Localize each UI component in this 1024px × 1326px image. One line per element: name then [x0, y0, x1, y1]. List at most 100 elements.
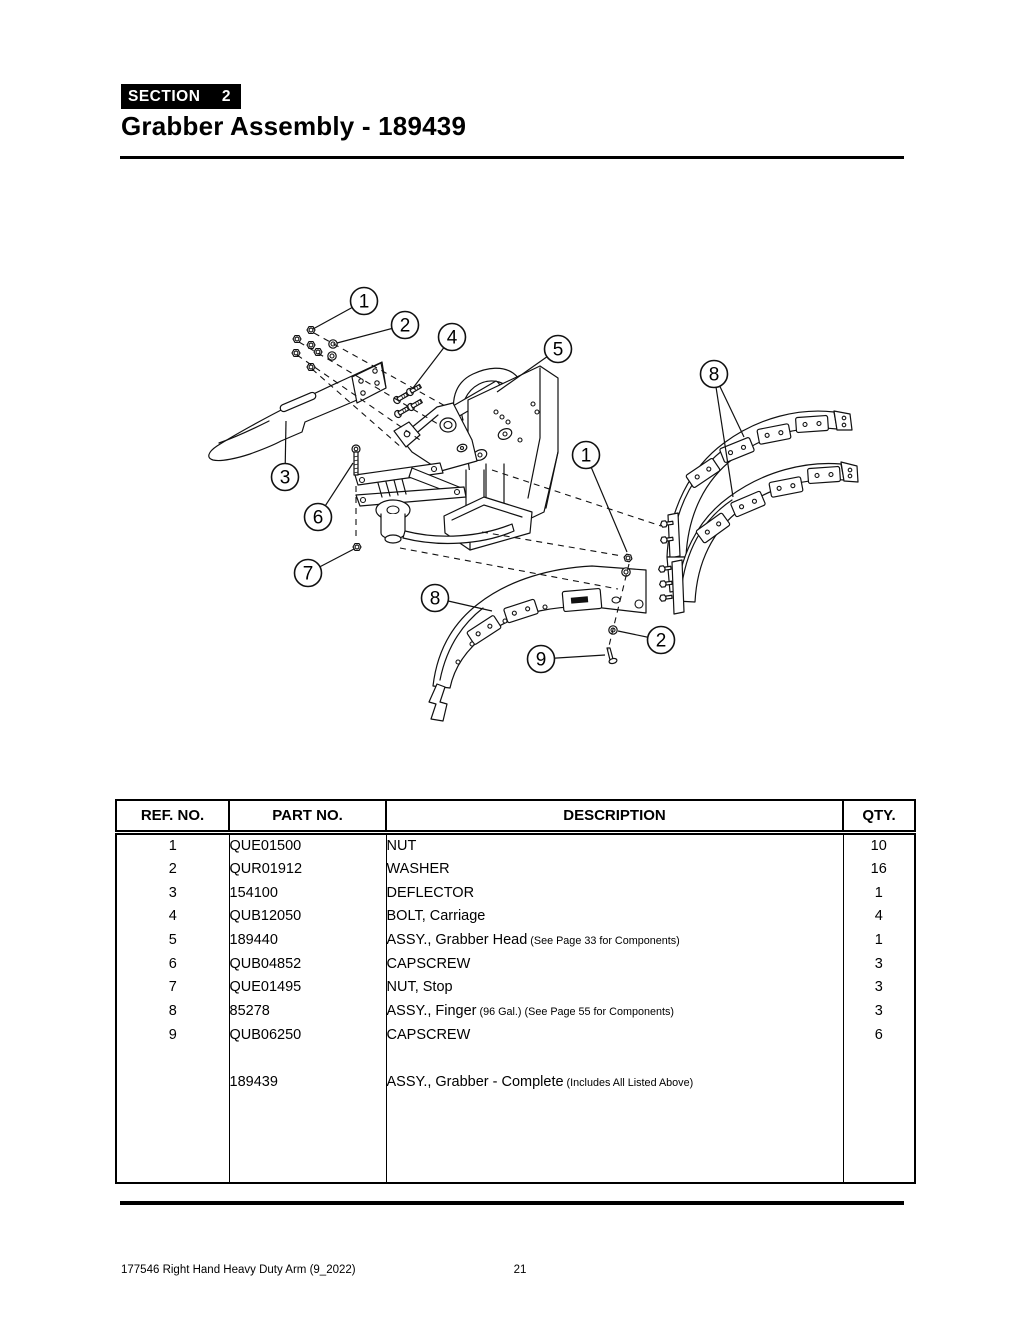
callout-number: 2	[400, 316, 411, 337]
footer-rule	[120, 1201, 904, 1205]
page-title: Grabber Assembly - 189439	[121, 111, 467, 141]
title-rule	[120, 156, 904, 159]
cell-ref	[115, 1047, 230, 1072]
cell-desc: ASSY., Grabber - Complete (Includes All …	[385, 1071, 844, 1096]
callout-number: 4	[447, 328, 458, 349]
cell-ref: 5	[115, 928, 230, 954]
cell-qty	[842, 1071, 916, 1096]
cell-ref: 7	[115, 976, 230, 1000]
finger-assembly-bottom	[428, 565, 647, 722]
section-number: 2	[221, 87, 231, 105]
col-header-ref: REF. NO.	[115, 799, 230, 835]
callout-7: 7	[293, 548, 355, 588]
cell-part: QUB04852	[228, 953, 387, 977]
callout-number: 8	[709, 365, 720, 386]
callout-8: 8	[420, 583, 493, 613]
cell-ref: 2	[115, 858, 230, 882]
cell-desc: ASSY., Finger (96 Gal.) (See Page 55 for…	[385, 999, 844, 1025]
cell-desc: CAPSCREW	[385, 953, 844, 977]
callout-3: 3	[270, 420, 300, 492]
callout-number: 6	[313, 508, 324, 529]
cell-qty: 10	[842, 832, 916, 859]
table-filler-row	[115, 1095, 916, 1183]
capscrew-6	[351, 444, 361, 476]
alignment-dashed-lines	[296, 332, 662, 651]
cell-qty: 1	[842, 881, 916, 906]
callout-leader-line	[713, 373, 734, 498]
callout-9: 9	[526, 644, 606, 674]
cell-qty: 3	[842, 953, 916, 977]
cell-desc: BOLT, Carriage	[385, 905, 844, 929]
callout-circle	[270, 462, 300, 492]
callout-4: 4	[412, 322, 467, 389]
cell-desc: NUT, Stop	[385, 976, 844, 1000]
cell-empty	[228, 1095, 387, 1183]
cell-desc: NUT	[385, 832, 844, 859]
cell-part: QUB06250	[228, 1024, 387, 1048]
callout-number: 7	[303, 564, 314, 585]
cell-desc: CAPSCREW	[385, 1024, 844, 1048]
callout-number: 2	[656, 631, 667, 652]
col-header-part: PART NO.	[228, 799, 387, 835]
callout-circle	[390, 310, 420, 340]
callout-number: 8	[430, 589, 441, 610]
cell-part: 85278	[228, 999, 387, 1025]
cell-qty: 3	[842, 999, 916, 1025]
callout-circle	[571, 440, 601, 470]
cell-part: 189440	[228, 928, 387, 954]
cell-qty	[842, 1047, 916, 1072]
cell-desc: WASHER	[385, 858, 844, 882]
callout-1: 1	[312, 286, 379, 330]
cell-ref: 3	[115, 881, 230, 906]
callout-number: 3	[280, 468, 291, 489]
cell-empty	[115, 1095, 230, 1183]
table-spacer-row	[115, 1047, 916, 1072]
footer-document-id: 177546 Right Hand Heavy Duty Arm (9_2022…	[121, 1264, 356, 1276]
col-header-description: DESCRIPTION	[385, 799, 844, 835]
grabber-head-illustration	[354, 365, 559, 551]
callout-leader-line	[585, 454, 628, 553]
cell-part: QUE01495	[228, 976, 387, 1000]
callout-number: 5	[553, 340, 564, 361]
exploded-view-diagram: 1 2 4 5 8 3 1 6 7 8 2 9	[208, 286, 859, 722]
callout-circle	[526, 644, 556, 674]
col-header-qty: QTY.	[842, 799, 916, 835]
cell-ref: 6	[115, 953, 230, 977]
cell-ref: 4	[115, 905, 230, 929]
callout-1: 1	[571, 440, 628, 553]
callout-number: 1	[359, 292, 370, 313]
cell-qty: 6	[842, 1024, 916, 1048]
cell-qty: 3	[842, 976, 916, 1000]
cell-desc	[385, 1047, 844, 1072]
cell-ref: 8	[115, 999, 230, 1025]
callout-5: 5	[496, 334, 573, 393]
callout-number: 1	[581, 446, 592, 467]
deflector-illustration	[208, 361, 387, 462]
callout-circle	[646, 625, 676, 655]
cell-empty	[385, 1095, 844, 1183]
carriage-bolts	[391, 382, 424, 420]
cell-part: QUR01912	[228, 858, 387, 882]
lower-hardware	[606, 553, 634, 665]
cell-empty	[842, 1095, 916, 1183]
finger-assembly-lower	[671, 461, 859, 615]
cell-part: QUB12050	[228, 905, 387, 929]
section-label: SECTION	[128, 87, 201, 105]
callout-circle	[349, 286, 379, 316]
callout-circle	[293, 558, 323, 588]
section-banner: SECTION 2	[121, 84, 241, 109]
capscrew-9	[606, 647, 618, 665]
table-header-row: REF. NO. PART NO. DESCRIPTION QTY.	[115, 799, 916, 835]
cell-qty: 16	[842, 858, 916, 882]
